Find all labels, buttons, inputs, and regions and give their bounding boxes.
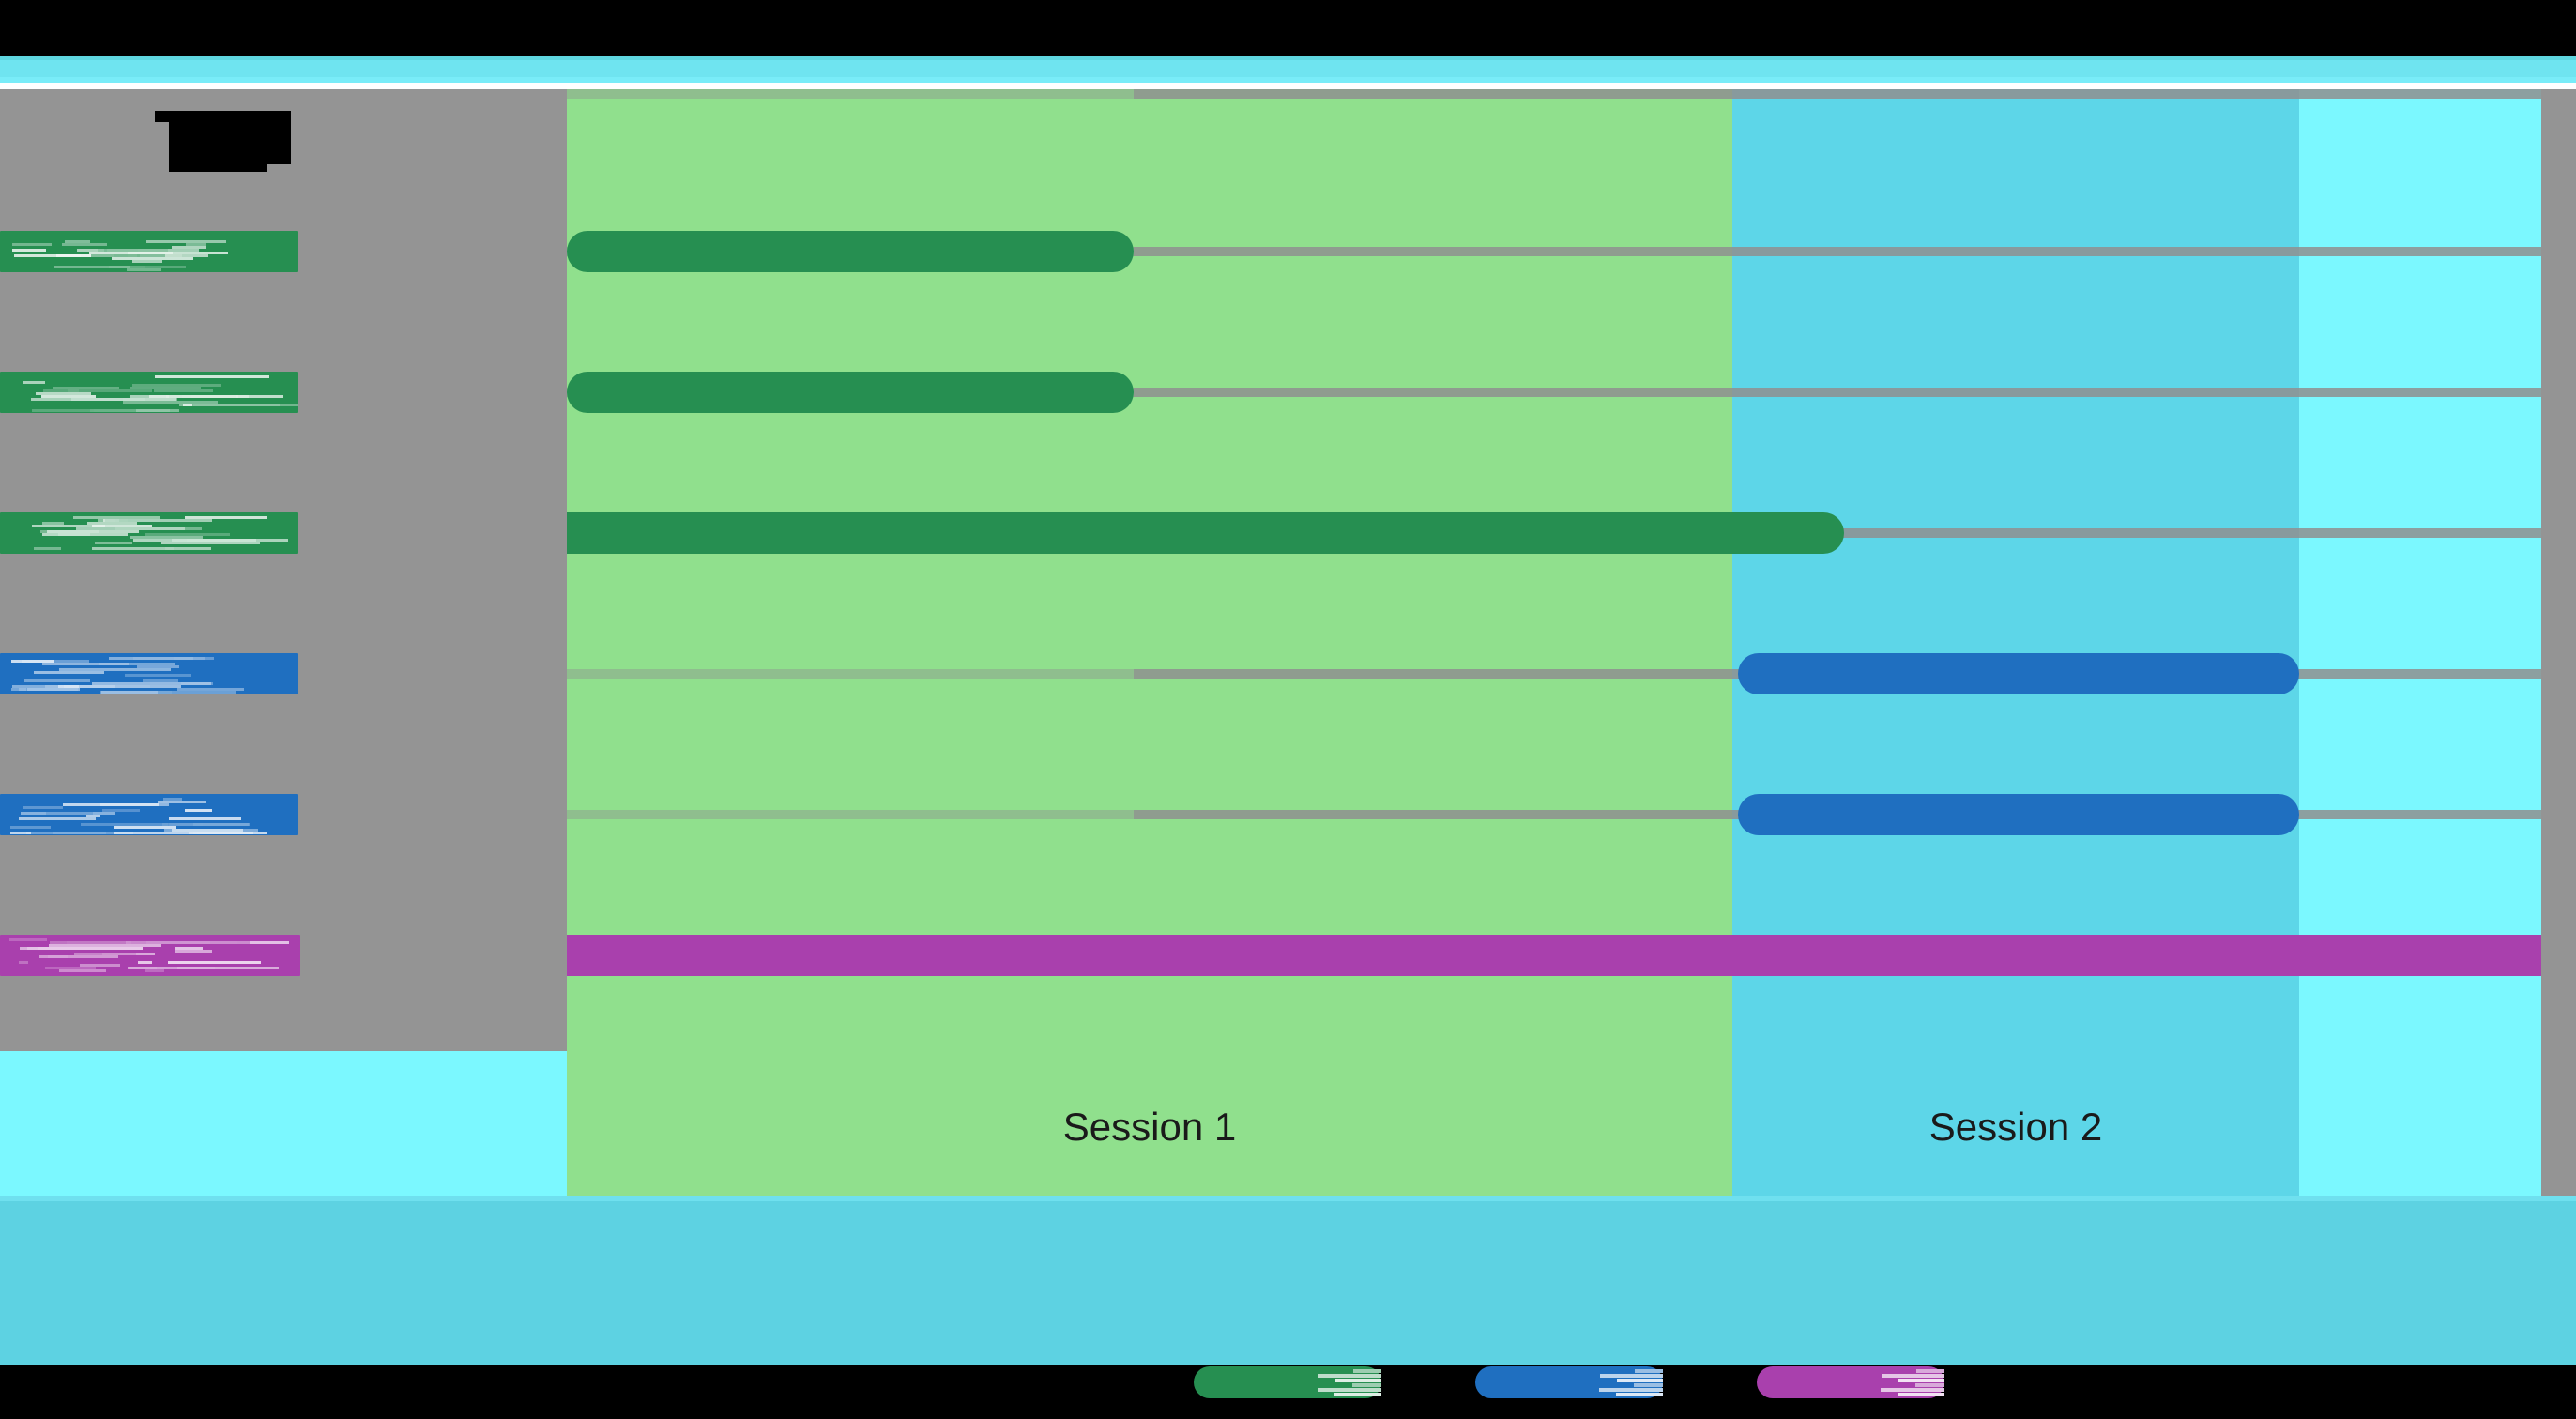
session-label: Session 2 <box>1928 1105 2103 1149</box>
task-bar[interactable] <box>567 372 1134 413</box>
task-bar[interactable] <box>1738 653 2299 694</box>
task-bar[interactable] <box>567 231 1134 272</box>
row-label-redacted <box>0 653 298 694</box>
top-black-band <box>0 0 2576 56</box>
session-band <box>2299 89 2541 1201</box>
legend-swatch[interactable] <box>1757 1366 1944 1398</box>
gridline <box>1134 388 2541 397</box>
task-bar[interactable] <box>567 512 1844 554</box>
cyan-strip-inner <box>0 77 2576 83</box>
title-redaction-block <box>169 164 267 172</box>
title-redaction-block <box>169 122 291 164</box>
session-label: Session 1 <box>1062 1105 1237 1149</box>
task-bar[interactable] <box>1738 794 2299 835</box>
gridline <box>1134 89 2541 99</box>
session-band <box>567 89 1732 1201</box>
plot-area[interactable]: Session 1 Session 2 <box>567 89 2541 1201</box>
row-label-redacted <box>0 512 298 554</box>
session-band <box>1732 89 2299 1201</box>
row-label-redacted <box>0 231 298 272</box>
vertical-scrollbar[interactable] <box>2541 89 2576 1201</box>
gridline <box>567 810 1134 819</box>
row-label-redacted <box>0 935 300 976</box>
legend-swatch[interactable] <box>1194 1366 1381 1398</box>
gridline <box>1134 247 2541 256</box>
gridline <box>567 89 1134 99</box>
cyan-strip-outer <box>0 56 2576 60</box>
cyan-strip-mid <box>0 60 2576 77</box>
gridline <box>567 669 1134 679</box>
bottom-cyan-edge <box>0 1196 2576 1203</box>
title-redaction-block <box>155 111 291 122</box>
bottom-cyan-panel <box>0 1201 2576 1365</box>
white-divider <box>0 83 2576 89</box>
gutter-footer-cyan <box>0 1051 567 1201</box>
row-label-redacted <box>0 794 298 835</box>
legend-swatch[interactable] <box>1475 1366 1663 1398</box>
task-bar[interactable] <box>567 935 2541 976</box>
row-label-redacted <box>0 372 298 413</box>
